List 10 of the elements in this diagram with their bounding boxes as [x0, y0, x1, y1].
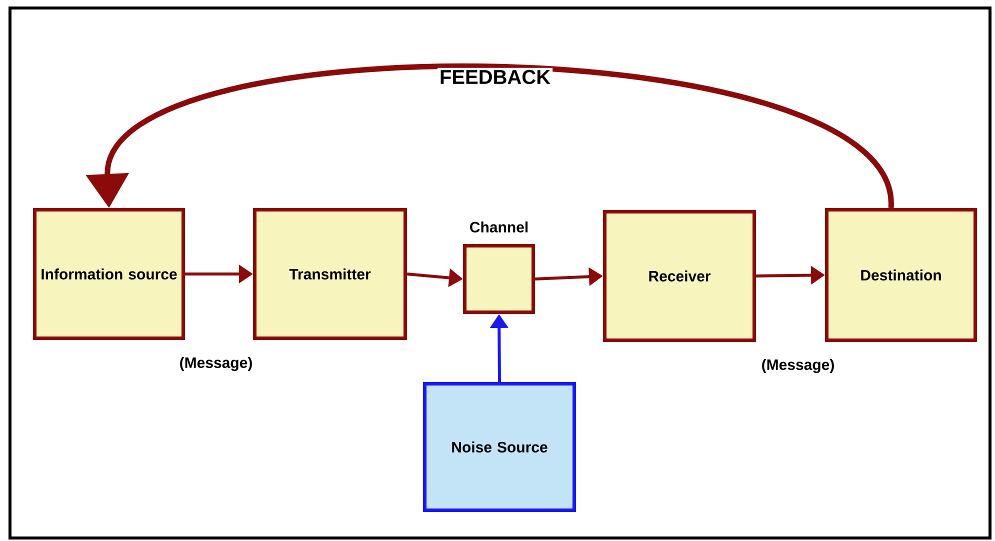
node-label: Channel [470, 221, 528, 232]
process-box: Information source [33, 208, 185, 340]
message-label: (Message) [762, 358, 834, 374]
process-box: Destination [825, 208, 977, 342]
edge-label: FEEDBACK [437, 68, 553, 86]
message-label: (Message) [180, 356, 252, 372]
process-box: Receiver [603, 210, 756, 342]
noise-source-box: Noise Source [423, 382, 576, 512]
channel-box: Channel [463, 221, 535, 314]
process-box: Transmitter [253, 208, 407, 340]
